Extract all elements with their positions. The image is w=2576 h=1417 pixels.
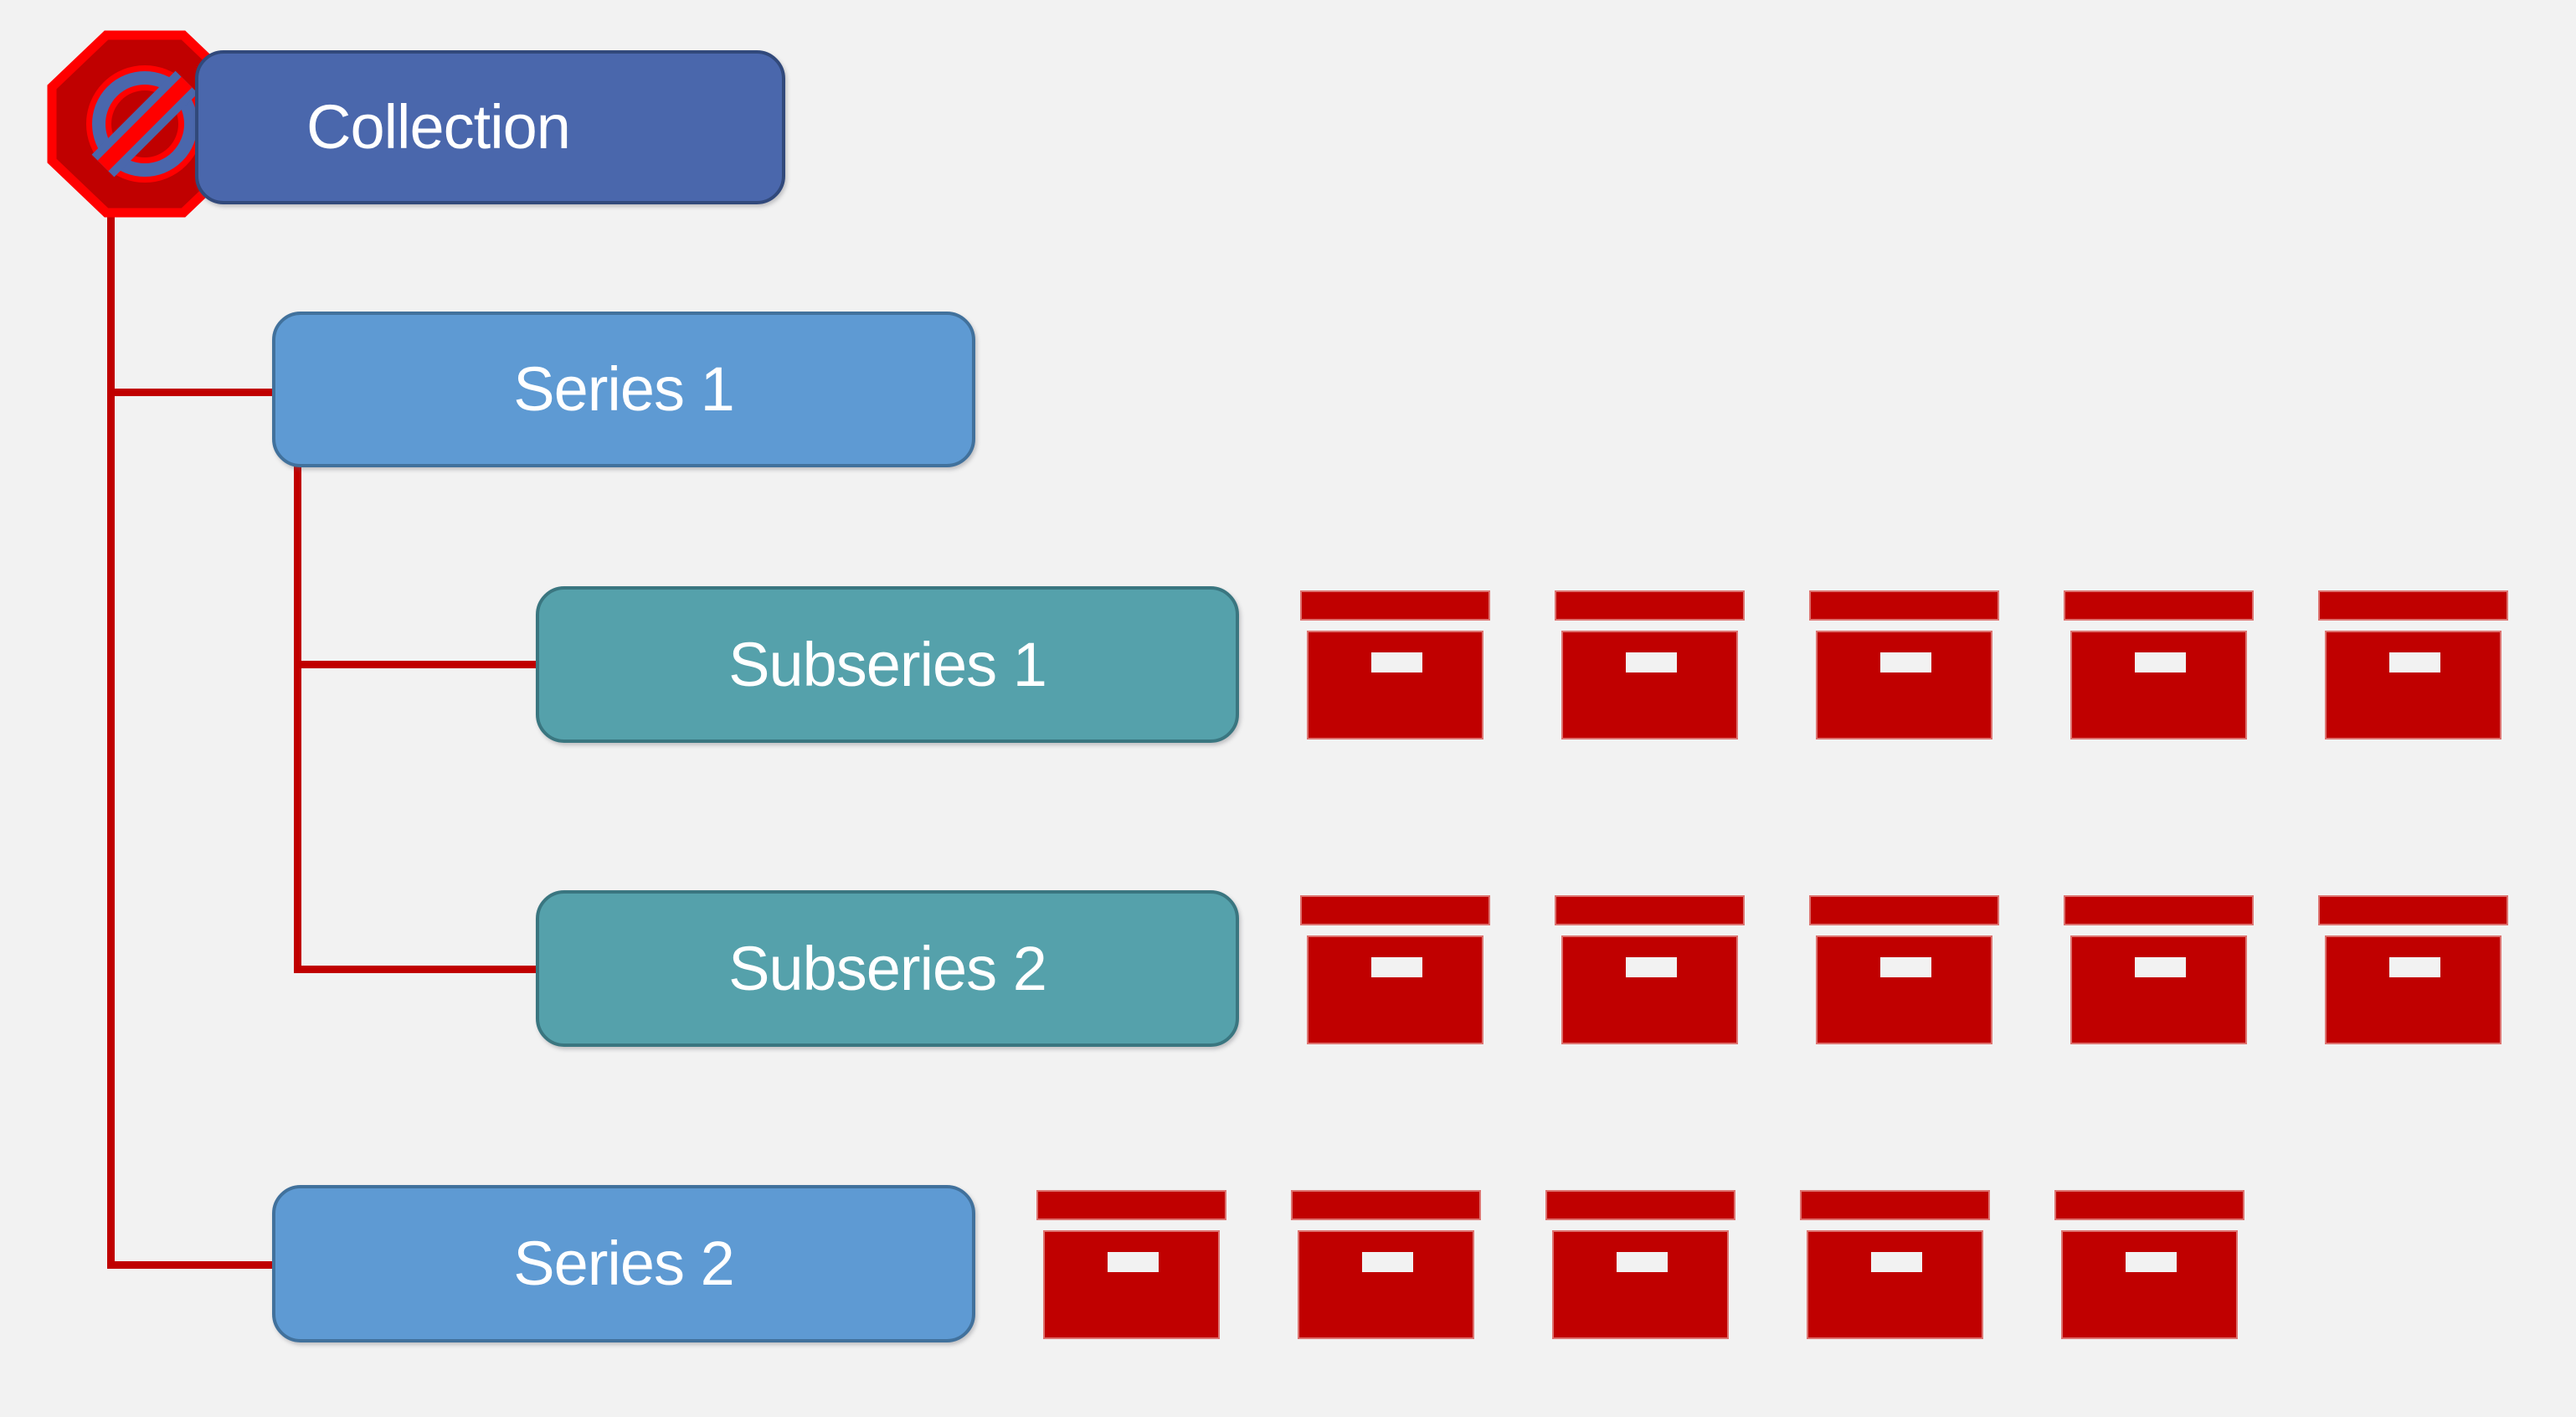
archive-box-lid — [1291, 1190, 1481, 1220]
archive-box-handle — [2126, 1252, 2177, 1272]
archive-box-lid — [1555, 895, 1745, 925]
archive-box-lid — [1809, 590, 1999, 621]
node-subseries-2-label: Subseries 2 — [728, 933, 1047, 1003]
archive-box-icon — [2318, 590, 2508, 739]
node-subseries-2: Subseries 2 — [536, 890, 1239, 1047]
archive-box-lid — [2064, 895, 2254, 925]
archive-box-lid — [1555, 590, 1745, 621]
archive-box-icon — [1555, 895, 1745, 1044]
archive-box-lid — [2318, 895, 2508, 925]
archive-box-body — [1561, 631, 1738, 739]
archive-box-handle — [1362, 1252, 1413, 1272]
archive-box-body — [1043, 1230, 1220, 1339]
archive-box-handle — [2135, 957, 2186, 977]
node-collection-label: Collection — [306, 92, 571, 162]
archive-box-body — [1298, 1230, 1474, 1339]
archive-box-handle — [2389, 652, 2440, 672]
node-subseries-1-label: Subseries 1 — [728, 629, 1047, 699]
archive-box-lid — [1545, 1190, 1735, 1220]
archive-box-icon — [2054, 1190, 2244, 1339]
archive-box-body — [1807, 1230, 1983, 1339]
connector-series1-trunk — [294, 462, 301, 973]
archive-box-handle — [1871, 1252, 1922, 1272]
archive-box-icon — [1545, 1190, 1735, 1339]
connector-collection-trunk — [107, 201, 115, 1269]
connector-series1-subseries1 — [294, 661, 537, 668]
archive-box-lid — [1809, 895, 1999, 925]
archive-box-lid — [2318, 590, 2508, 621]
prohibition-ring — [92, 71, 198, 177]
archive-box-row-series-2 — [1036, 1190, 2244, 1339]
node-series-2: Series 2 — [272, 1185, 975, 1342]
no-symbol-icon — [47, 30, 243, 218]
node-series-1-label: Series 1 — [513, 354, 734, 424]
archive-box-icon — [2318, 895, 2508, 1044]
archive-box-icon — [2064, 590, 2254, 739]
node-series-2-label: Series 2 — [513, 1229, 734, 1298]
archive-box-body — [2070, 935, 2247, 1044]
archive-box-handle — [1626, 652, 1677, 672]
archive-box-body — [1307, 631, 1483, 739]
archive-box-handle — [1371, 652, 1422, 672]
archive-box-handle — [1108, 1252, 1159, 1272]
archive-box-icon — [1800, 1190, 1990, 1339]
archive-box-icon — [2064, 895, 2254, 1044]
node-subseries-1: Subseries 1 — [536, 586, 1239, 743]
archive-box-body — [2070, 631, 2247, 739]
archive-box-handle — [2389, 957, 2440, 977]
archive-box-handle — [2135, 652, 2186, 672]
archive-box-lid — [1036, 1190, 1226, 1220]
archive-box-handle — [1626, 957, 1677, 977]
connector-collection-series2 — [107, 1261, 272, 1269]
archive-box-row-subseries-1 — [1300, 590, 2508, 739]
archive-box-icon — [1291, 1190, 1481, 1339]
node-series-1: Series 1 — [272, 312, 975, 467]
archive-box-body — [1307, 935, 1483, 1044]
connector-series1-subseries2 — [294, 966, 537, 973]
prohibition-slash-outline — [97, 76, 193, 172]
archive-box-icon — [1300, 895, 1490, 1044]
archive-box-body — [1561, 935, 1738, 1044]
archive-box-lid — [1300, 895, 1490, 925]
archive-box-lid — [2054, 1190, 2244, 1220]
archive-box-handle — [1371, 957, 1422, 977]
archive-box-row-subseries-2 — [1300, 895, 2508, 1044]
archive-box-body — [2325, 631, 2501, 739]
archive-box-body — [1552, 1230, 1729, 1339]
archive-box-body — [1816, 631, 1992, 739]
archive-box-icon — [1809, 590, 1999, 739]
archive-box-icon — [1555, 590, 1745, 739]
archive-box-handle — [1617, 1252, 1668, 1272]
archive-box-lid — [1300, 590, 1490, 621]
archive-box-icon — [1300, 590, 1490, 739]
archive-box-handle — [1880, 957, 1931, 977]
archive-box-icon — [1809, 895, 1999, 1044]
archive-box-lid — [1800, 1190, 1990, 1220]
archive-box-handle — [1880, 652, 1931, 672]
connector-collection-series1 — [107, 389, 272, 396]
archive-box-icon — [1036, 1190, 1226, 1339]
archive-box-lid — [2064, 590, 2254, 621]
archive-box-body — [2325, 935, 2501, 1044]
archive-box-body — [2061, 1230, 2238, 1339]
node-collection: Collection — [195, 50, 785, 204]
archive-box-body — [1816, 935, 1992, 1044]
